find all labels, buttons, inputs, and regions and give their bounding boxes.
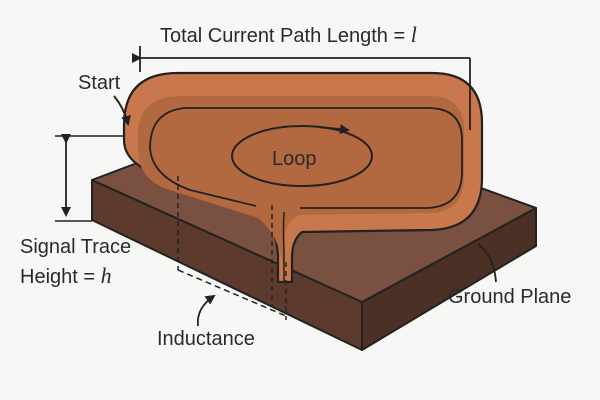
signal-trace-inner-band	[138, 96, 464, 280]
loop-label: Loop	[272, 148, 317, 170]
total-length-text: Total Current Path Length =	[160, 25, 411, 47]
ground-plane-leader	[477, 243, 497, 283]
signal-trace-label-line1: Signal Trace	[20, 236, 132, 258]
inductance-pointer-arrow	[196, 294, 216, 327]
signal-trace-label-line2: Height = h	[20, 261, 131, 291]
signal-trace-inner-edge-left	[149, 107, 257, 207]
total-length-variable: l	[410, 22, 417, 47]
total-length-label: Total Current Path Length = l	[160, 22, 417, 48]
total-length-dimension	[132, 46, 471, 130]
signal-trace	[122, 71, 484, 284]
inductance-projection	[177, 176, 287, 327]
loop-direction-arrow	[317, 124, 350, 135]
start-label: Start	[78, 72, 121, 94]
height-text: Height =	[20, 266, 101, 288]
signal-trace-return-leg	[282, 211, 285, 282]
trace-height-dimension	[55, 134, 124, 222]
signal-trace-inner-edge	[184, 107, 463, 209]
loop-ellipse	[231, 125, 373, 187]
height-variable: h	[100, 263, 112, 288]
ground-plane-label: Ground Plane	[448, 286, 572, 308]
start-pointer-arrow	[113, 95, 131, 126]
signal-trace-height-label: Signal Trace Height = h	[20, 234, 131, 291]
inductance-label: Inductance	[157, 328, 255, 350]
